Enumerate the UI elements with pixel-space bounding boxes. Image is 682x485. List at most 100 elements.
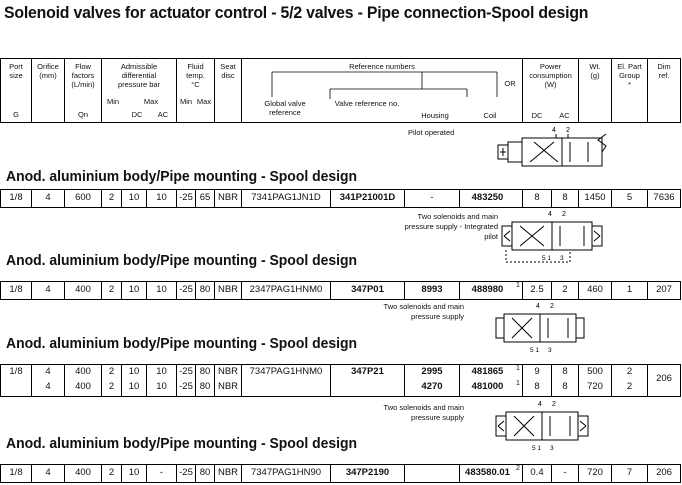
cell-seat: NBR <box>217 467 239 478</box>
cell-flow: 400 <box>75 381 91 392</box>
cell-coil: 483250 <box>471 192 504 203</box>
svg-text:3: 3 <box>560 255 564 262</box>
cell-tmax: 80 <box>199 284 211 295</box>
svg-text:3: 3 <box>550 445 554 452</box>
cell-power-dc: 0.4 <box>530 467 544 478</box>
cell-weight: 720 <box>587 467 603 478</box>
cell-power-dc: 9 <box>534 366 540 377</box>
cell-orifice: 4 <box>45 366 51 377</box>
valve-symbol-integrated-pilot-icon: 4 2 5 1 3 <box>501 211 603 263</box>
page-title: Solenoid valves for actuator control - 5… <box>4 3 589 22</box>
cell-coil: 483580.01 <box>465 467 510 478</box>
svg-text:2: 2 <box>552 401 556 408</box>
cell-power-ac: 8 <box>562 192 568 203</box>
cell-valve-ref: 341P21001D <box>339 192 396 203</box>
cell-note: 1 <box>516 365 520 372</box>
cell-power-dc: 2.5 <box>530 284 544 295</box>
cell-orifice: 4 <box>45 192 51 203</box>
svg-text:4: 4 <box>538 401 542 408</box>
svg-text:5 1: 5 1 <box>530 347 539 354</box>
port-size-unit: G <box>13 110 19 119</box>
cell-weight: 720 <box>587 381 603 392</box>
cell-valve-ref: 347P21 <box>351 366 384 377</box>
cell-pdc: 10 <box>128 467 140 478</box>
cell-orifice: 4 <box>45 467 51 478</box>
cell-power-ac: 8 <box>562 366 568 377</box>
cell-housing: 4270 <box>421 381 443 392</box>
svg-text:2: 2 <box>550 303 554 310</box>
cell-housing: 8993 <box>421 284 443 295</box>
cell-pmin: 2 <box>108 467 115 478</box>
cell-group: 7 <box>626 467 633 478</box>
cell-pdc: 10 <box>128 366 140 377</box>
svg-text:5 1: 5 1 <box>532 445 541 452</box>
cell-dim: 207 <box>656 284 672 295</box>
section-1-caption: Pilot operated <box>408 128 455 137</box>
cell-pac: 10 <box>156 366 167 377</box>
cell-valve-ref: 347P2190 <box>345 467 390 478</box>
section-2-heading: Anod. aluminium body/Pipe mounting - Spo… <box>6 252 358 269</box>
cell-power-ac: 2 <box>562 284 568 295</box>
cell-orifice: 4 <box>45 284 51 295</box>
cell-group: 2 <box>626 366 633 377</box>
valve-symbol-double-solenoid-icon: 4 2 5 1 3 <box>495 401 589 452</box>
cell-housing: - <box>430 192 434 203</box>
cell-pmin: 2 <box>108 192 115 203</box>
cell-global-ref: 2347PAG1HNM0 <box>249 284 323 295</box>
cell-flow: 600 <box>75 192 91 203</box>
valve-symbol-pilot-icon: 4 2 <box>497 127 607 167</box>
cell-tmin: -25 <box>179 192 193 203</box>
section-3-heading: Anod. aluminium body/Pipe mounting - Spo… <box>6 335 358 352</box>
cell-pac: 10 <box>156 192 167 203</box>
section-1-heading: Anod. aluminium body/Pipe mounting - Spo… <box>6 168 358 185</box>
cell-seat: NBR <box>217 366 239 377</box>
cell-pmin: 2 <box>108 284 115 295</box>
cell-housing: 2995 <box>421 366 443 377</box>
cell-group: 1 <box>626 284 633 295</box>
cell-tmin: -25 <box>179 381 193 392</box>
cell-pac: 10 <box>156 381 167 392</box>
cell-group: 5 <box>626 192 633 203</box>
cell-weight: 500 <box>587 366 603 377</box>
cell-tmin: -25 <box>179 366 193 377</box>
cell-seat: NBR <box>217 192 239 203</box>
flow-unit: Qn <box>77 110 88 119</box>
cell-group: 2 <box>626 381 633 392</box>
cell-note: 2 <box>516 465 520 472</box>
cell-weight: 460 <box>587 284 603 295</box>
cell-tmax: 65 <box>199 192 211 203</box>
svg-text:5 1: 5 1 <box>542 255 551 262</box>
cell-tmin: -25 <box>179 284 193 295</box>
cell-coil: 488980 <box>471 284 504 295</box>
cell-power-dc: 8 <box>534 192 540 203</box>
cell-power-dc: 8 <box>534 381 540 392</box>
cell-port: 1/8 <box>9 284 23 295</box>
cell-port: 1/8 <box>9 366 23 377</box>
cell-flow: 400 <box>75 467 91 478</box>
cell-tmax: 80 <box>199 366 211 377</box>
cell-pac: 10 <box>156 284 167 295</box>
cell-coil: 481865 <box>471 366 504 377</box>
svg-text:4: 4 <box>536 303 540 310</box>
cell-note: 1 <box>516 380 520 387</box>
section-4-heading: Anod. aluminium body/Pipe mounting - Spo… <box>6 435 358 452</box>
cell-valve-ref: 347P01 <box>351 284 384 295</box>
cell-pac: - <box>159 467 164 478</box>
cell-orifice: 4 <box>45 381 51 392</box>
svg-text:2: 2 <box>566 127 570 134</box>
table-row: 1/8 4 400 2 10 10 -25 80 NBR 2347PAG1HNM… <box>0 281 681 300</box>
cell-seat: NBR <box>217 381 239 392</box>
cell-pmin: 2 <box>108 366 115 377</box>
